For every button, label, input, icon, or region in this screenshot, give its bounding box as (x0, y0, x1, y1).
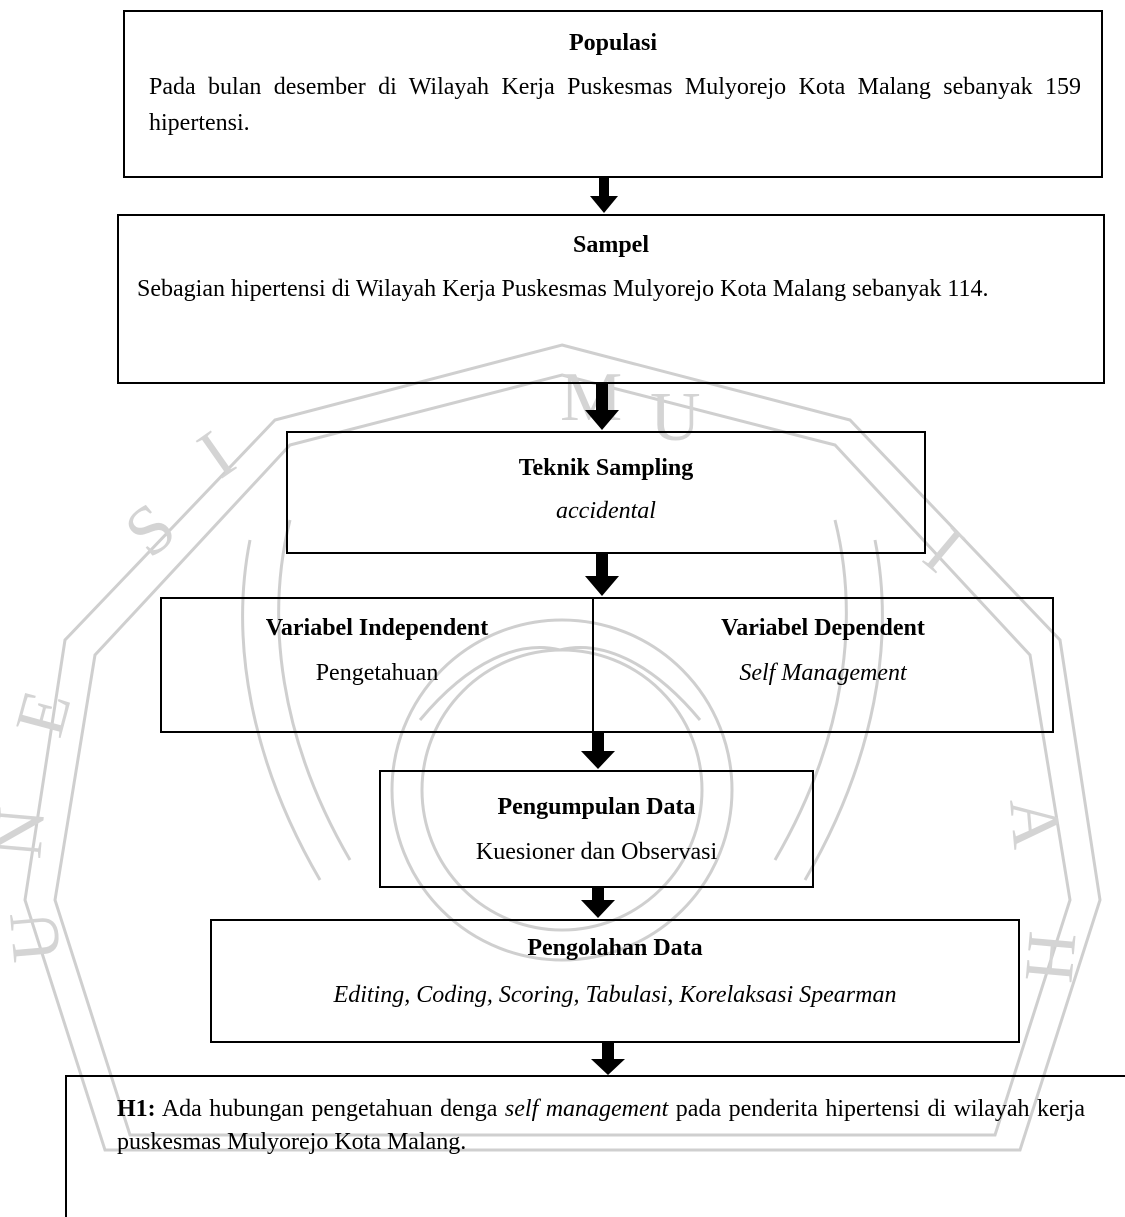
node-sampel-title: Sampel (572, 232, 649, 258)
node-pengolahan-data: Pengolahan Data Editing, Coding, Scoring… (210, 919, 1020, 1043)
node-var-dependent-title: Variabel Dependent (721, 615, 925, 641)
node-hipotesis-text-2: pada penderita hipertensi di wilayah ker… (117, 1096, 1085, 1155)
node-variabel-dependent: Variabel Dependent Self Management (592, 597, 1054, 733)
node-hipotesis: H1: Ada hubungan pengetahuan denga self … (65, 1075, 1125, 1217)
node-pengolahan-methods: Editing, Coding, Scoring, Tabulasi (333, 982, 668, 1008)
arrow-variabel-pengumpulan (581, 733, 615, 769)
node-pengumpulan-text: Kuesioner dan Observasi (475, 839, 718, 865)
arrow-teknik-variabel (585, 554, 619, 596)
svg-text:A: A (994, 795, 1075, 853)
node-pengolahan-title: Pengolahan Data (527, 935, 703, 961)
svg-text:I: I (185, 417, 248, 493)
node-hipotesis-text: H1: Ada hubungan pengetahuan denga self … (117, 1093, 1085, 1159)
node-teknik-sampling: Teknik Sampling accidental (286, 431, 926, 554)
node-var-dependent-text: Self Management (739, 660, 907, 686)
node-pengolahan-korelasi: Korelaksasi Spearman (679, 982, 897, 1008)
node-pengumpulan-data: Pengumpulan Data Kuesioner dan Observasi (379, 770, 814, 888)
node-hipotesis-italic: self management (504, 1096, 669, 1122)
svg-text:U: U (0, 908, 76, 965)
svg-text:S: S (111, 488, 190, 572)
arrow-pengumpulan-pengolahan (581, 888, 615, 918)
svg-text:E: E (1, 683, 86, 744)
node-teknik-title: Teknik Sampling (518, 455, 694, 481)
node-pengolahan-text: Editing, Coding, Scoring, Tabulasi, Kore… (212, 982, 1018, 1009)
node-hipotesis-label: H1: (117, 1096, 156, 1122)
node-variabel-independent: Variabel Independent Pengetahuan (160, 597, 594, 733)
arrow-populasi-sampel (590, 178, 618, 213)
arrow-pengolahan-hipotesis (591, 1043, 625, 1075)
node-teknik-text: accidental (556, 498, 656, 524)
svg-text:H: H (1010, 929, 1091, 986)
arrow-sampel-teknik (585, 384, 619, 430)
node-sampel: Sampel Sebagian hipertensi di Wilayah Ke… (117, 214, 1105, 384)
node-hipotesis-text-1: Ada hubungan pengetahuan denga (155, 1096, 505, 1122)
node-var-independent-title: Variabel Independent (265, 615, 489, 641)
node-populasi: Populasi Pada bulan desember di Wilayah … (123, 10, 1103, 178)
svg-text:N: N (0, 804, 60, 861)
node-pengolahan-sep: , (667, 982, 680, 1008)
node-var-independent-text: Pengetahuan (315, 660, 439, 686)
node-pengumpulan-title: Pengumpulan Data (497, 794, 696, 820)
node-sampel-text: Sebagian hipertensi di Wilayah Kerja Pus… (137, 276, 989, 302)
node-populasi-title: Populasi (568, 30, 658, 56)
node-populasi-text: Pada bulan desember di Wilayah Kerja Pus… (149, 74, 1081, 136)
